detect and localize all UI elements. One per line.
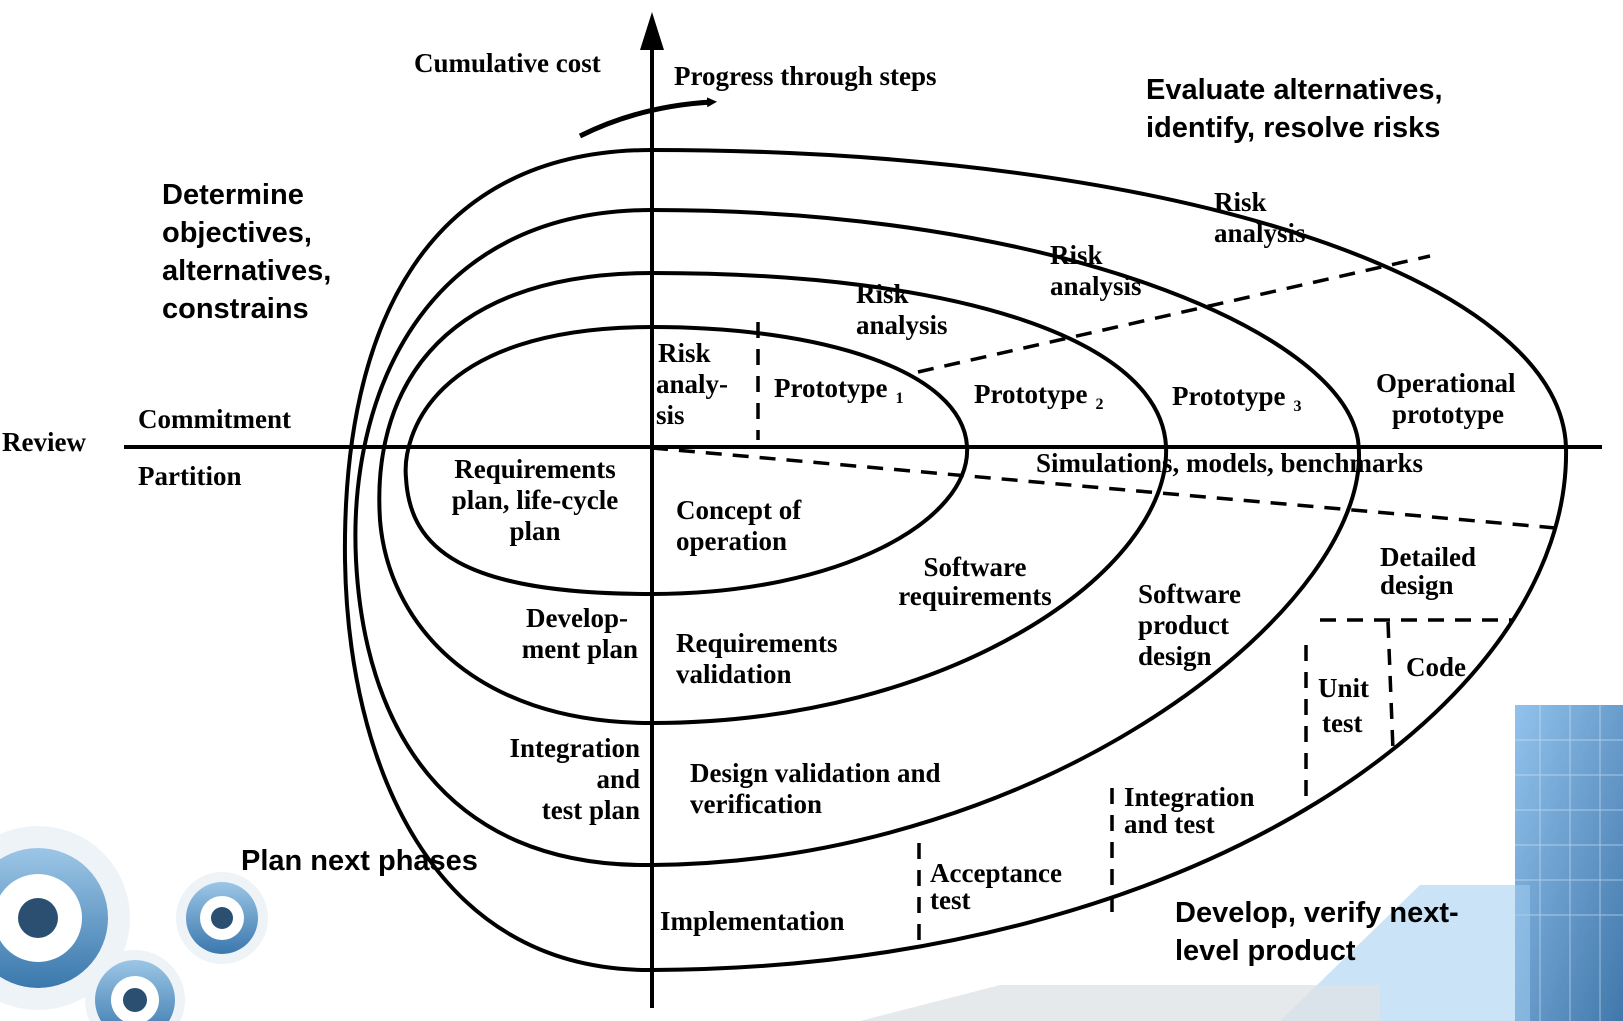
software-product-design: Software product design: [1138, 579, 1241, 671]
quadrant-bottom-right: Develop, verify next- level product: [1175, 897, 1459, 967]
quadrant-top-left-line-1: Determine: [162, 179, 304, 211]
requirements-validation-line-1: Requirements: [676, 628, 838, 658]
gear-decoration: [0, 826, 268, 1021]
design-validation: Design validation and verification: [690, 758, 941, 819]
concept-of-operation-line-1: Concept of: [676, 495, 802, 525]
progress-label: Progress through steps: [674, 61, 937, 91]
prototype-3-text: Prototype: [1172, 381, 1285, 411]
prototype-2-text: Prototype: [974, 379, 1087, 409]
quadrant-top-right-line-1: Evaluate alternatives,: [1146, 74, 1443, 106]
unit-test: Unit test: [1318, 673, 1369, 738]
integration-test-plan-line-2: and: [596, 764, 640, 794]
acceptance-test-line-2: test: [930, 885, 970, 915]
software-product-design-line-3: design: [1138, 641, 1212, 671]
code-unit-divider: [1386, 621, 1395, 751]
software-requirements-line-1: Software: [924, 552, 1027, 582]
quadrant-bottom-left: Plan next phases: [241, 845, 478, 877]
integration-test-plan-line-1: Integration: [510, 733, 641, 763]
risk-analysis-4-line-1: Risk: [1214, 187, 1267, 217]
unit-test-line-2: test: [1322, 708, 1362, 738]
quadrant-top-right-line-2: identify, resolve risks: [1146, 112, 1440, 144]
risk-analysis-2-line-2: analysis: [856, 310, 948, 340]
operational-prototype: Operational prototype: [1376, 368, 1516, 429]
risk-analysis-1: Risk analy- sis: [656, 338, 728, 430]
unit-test-line-1: Unit: [1318, 673, 1369, 703]
risk-analysis-1-line-2: analy-: [656, 369, 728, 399]
software-product-design-line-2: product: [1138, 610, 1229, 640]
code-label: Code: [1406, 652, 1466, 682]
quadrant-top-left-line-2: objectives,: [162, 217, 312, 249]
software-requirements: Software requirements: [898, 552, 1051, 611]
risk-analysis-1-line-3: sis: [656, 400, 685, 430]
development-plan-line-1: Develop-: [526, 603, 628, 633]
simulations-label: Simulations, models, benchmarks: [1036, 448, 1423, 478]
risk-analysis-3-line-2: analysis: [1050, 271, 1142, 301]
integration-and-test-line-1: Integration: [1124, 782, 1255, 812]
requirements-validation-line-2: validation: [676, 659, 792, 689]
concept-of-operation-line-2: operation: [676, 526, 787, 556]
concept-of-operation: Concept of operation: [676, 495, 802, 556]
requirements-plan-line-1: Requirements: [454, 454, 616, 484]
prototype-2-label: Prototype 2: [974, 379, 1103, 413]
prototype-1-label: Prototype 1: [774, 373, 903, 407]
quadrant-top-left-line-4: constrains: [162, 293, 309, 325]
requirements-plan-line-3: plan: [509, 516, 560, 546]
spiral-ring-2: [377, 270, 1169, 726]
development-plan: Develop- ment plan: [522, 603, 638, 664]
implementation-label: Implementation: [660, 906, 845, 936]
risk-analysis-2-line-1: Risk: [856, 279, 909, 309]
acceptance-test: Acceptance test: [930, 858, 1062, 915]
commitment-label: Commitment: [138, 404, 291, 434]
software-requirements-line-2: requirements: [898, 581, 1051, 611]
quadrant-top-left-line-3: alternatives,: [162, 255, 331, 287]
integration-and-test-line-2: and test: [1124, 809, 1215, 839]
detailed-design: Detailed design: [1380, 542, 1476, 600]
axes: [124, 12, 1602, 1008]
design-validation-line-2: verification: [690, 789, 822, 819]
dashed-separators: [651, 254, 1557, 950]
spiral-ring-1: [403, 324, 970, 597]
prototype-2-index: 2: [1095, 396, 1103, 413]
cumulative-cost-label: Cumulative cost: [414, 48, 601, 78]
quadrant-top-right: Evaluate alternatives, identify, resolve…: [1146, 74, 1443, 144]
review-label: Review: [2, 427, 86, 457]
detailed-design-line-2: design: [1380, 570, 1454, 600]
spiral-ring-4: [342, 147, 1569, 973]
quadrant-bottom-right-line-2: level product: [1175, 935, 1356, 967]
acceptance-test-line-1: Acceptance: [930, 858, 1062, 888]
vertical-axis-arrowhead: [640, 12, 664, 50]
spiral-ring-3: [353, 207, 1362, 868]
integration-and-test: Integration and test: [1124, 782, 1255, 839]
prototype-1-text: Prototype: [774, 373, 887, 403]
requirements-plan-line-2: plan, life-cycle: [452, 485, 618, 515]
risk-analysis-3: Risk analysis: [1050, 240, 1142, 301]
risk-analysis-1-line-1: Risk: [658, 338, 711, 368]
risk-analysis-2: Risk analysis: [856, 279, 948, 340]
partition-label: Partition: [138, 461, 241, 491]
quadrant-bottom-right-line-1: Develop, verify next-: [1175, 897, 1459, 929]
detailed-design-line-1: Detailed: [1380, 542, 1476, 572]
development-plan-line-2: ment plan: [522, 634, 638, 664]
integration-test-plan: Integration and test plan: [510, 733, 641, 825]
spiral: [342, 147, 1569, 973]
requirements-plan: Requirements plan, life-cycle plan: [452, 454, 618, 546]
risk-analysis-4-line-2: analysis: [1214, 218, 1306, 248]
software-product-design-line-1: Software: [1138, 579, 1241, 609]
risk-analysis-4: Risk analysis: [1214, 187, 1306, 248]
quadrant-top-left: Determine objectives, alternatives, cons…: [162, 179, 331, 325]
prototype-3-label: Prototype 3: [1172, 381, 1301, 415]
requirements-validation: Requirements validation: [676, 628, 838, 689]
operational-prototype-line-1: Operational: [1376, 368, 1516, 398]
integration-test-plan-line-3: test plan: [542, 795, 640, 825]
risk-analysis-3-line-1: Risk: [1050, 240, 1103, 270]
risk-prototype-diagonal: [917, 254, 1431, 374]
operational-prototype-line-2: prototype: [1392, 399, 1504, 429]
building-decoration: [860, 705, 1623, 1021]
prototype-1-index: 1: [895, 390, 903, 407]
prototype-3-index: 3: [1293, 398, 1301, 415]
design-validation-line-1: Design validation and: [690, 758, 941, 788]
simulations-diagonal: [651, 446, 1557, 530]
progress-arrow: [578, 97, 717, 139]
